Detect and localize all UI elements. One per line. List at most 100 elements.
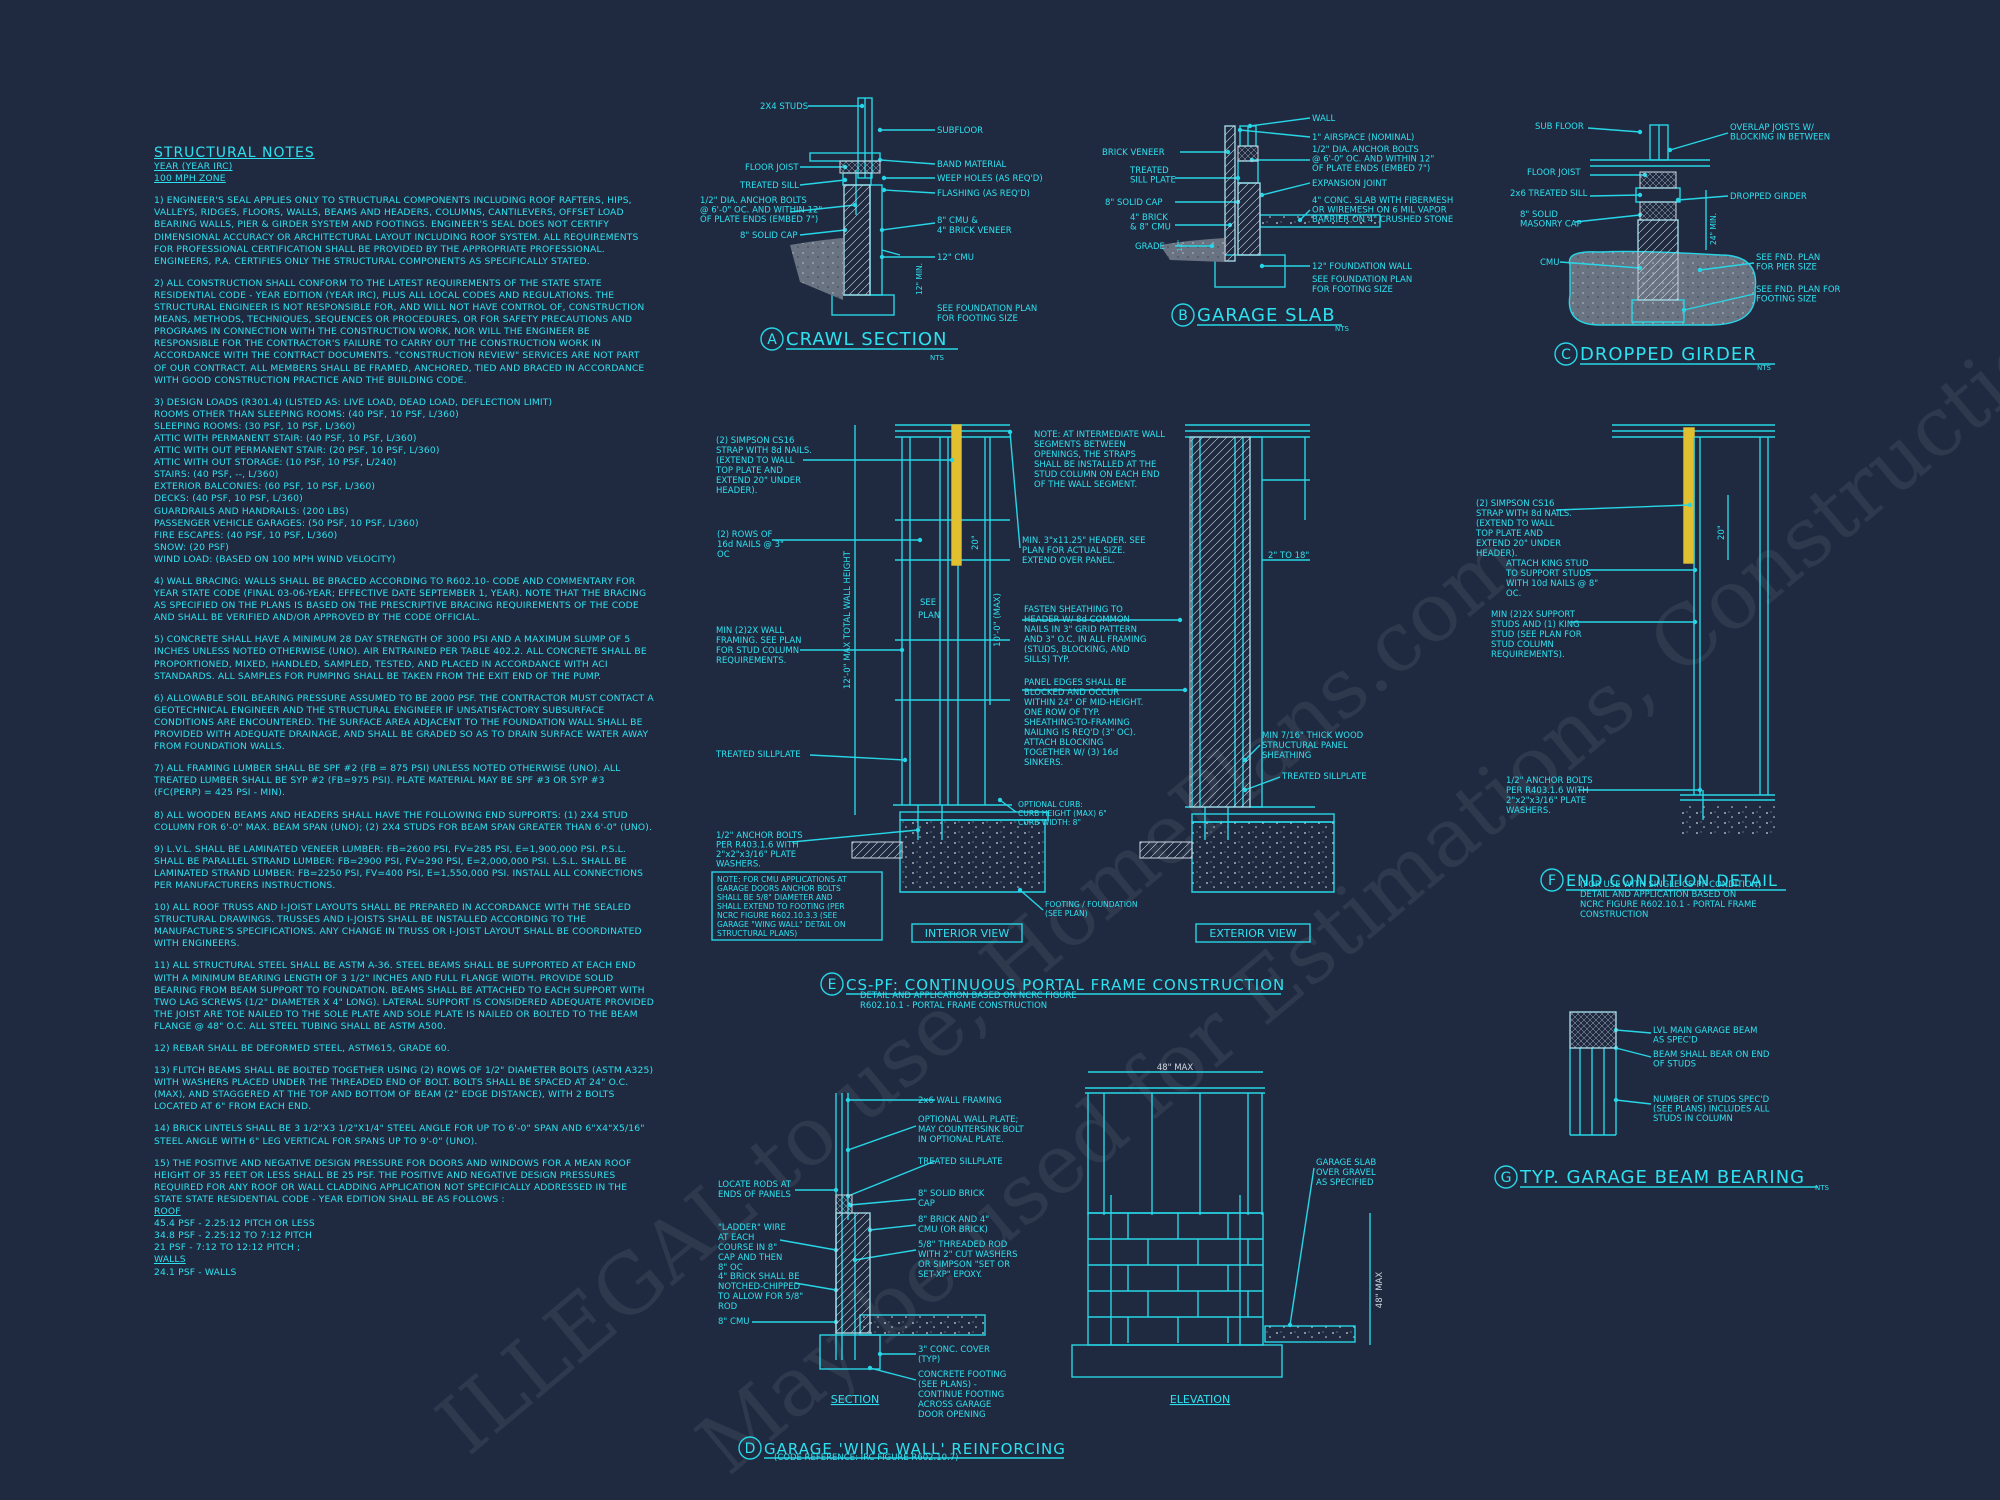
drawing-label: FLOOR JOIST: [1527, 168, 1581, 178]
drawing-label: SUB FLOOR: [1535, 122, 1584, 132]
section-label: SECTION: [831, 1393, 879, 1406]
drawing-label: AS SPECIFIED: [1316, 1178, 1374, 1188]
detail-title: CS-PF: CONTINUOUS PORTAL FRAME CONSTRUCT…: [846, 976, 1285, 994]
drawing-label: 4" BRICK VENEER: [937, 226, 1012, 236]
drawing-label: AT EACH: [718, 1233, 754, 1243]
drawing-rect: [1569, 1011, 1617, 1049]
drawing-label: REQUIREMENTS).: [1491, 650, 1565, 660]
leader-dot: [879, 227, 885, 233]
note-14: 14) BRICK LINTELS SHALL BE 3 1/2"x3 1/2"…: [154, 1123, 645, 1147]
leader-dot: [1297, 217, 1303, 223]
drawing-label: 8" SOLID: [1520, 210, 1558, 220]
drawing-label: FLASHING (AS REQ'D): [937, 189, 1030, 199]
note-4: 4) WALL BRACING: WALLS SHALL BE BRACED A…: [154, 576, 647, 624]
drawing-label: (FOR USE WITH SINGLE CS-PF CONDITION): [1580, 880, 1761, 890]
drawing-label: BEAM SHALL BEAR ON END: [1653, 1050, 1770, 1060]
drawing-label: EXPANSION JOINT: [1312, 179, 1388, 189]
leader-dot: [902, 757, 908, 763]
leader-line: [1615, 1029, 1652, 1034]
drawing-label: TO SUPPORT STUDS: [1505, 569, 1591, 579]
drawing-label: TREATED SILLPLATE: [715, 750, 801, 760]
detail-title: TYP. GARAGE BEAM BEARING: [1519, 1167, 1805, 1188]
drawing-label: ONE ROW OF TYP.: [1024, 708, 1100, 718]
detail-marker-circle: [1494, 1165, 1518, 1189]
drawing-label: 1/2" DIA. ANCHOR BOLTS: [1312, 145, 1419, 155]
leader-dot: [1697, 787, 1703, 793]
drawing-label: (SEE PLAN): [1045, 909, 1088, 918]
drawing-label: TREATED SILLPLATE: [1281, 772, 1367, 782]
design-load-line: SLEEPING ROOMS: (30 PSF, 10 PSF, L/360): [154, 420, 356, 432]
drawing-label: (TYP): [918, 1355, 940, 1365]
drawing-label: CONTINUE FOOTING: [918, 1390, 1004, 1400]
exterior-view-label: EXTERIOR VIEW: [1209, 927, 1296, 940]
drawing-label: 48" MAX: [1375, 1272, 1385, 1309]
leader-line: [1559, 261, 1641, 269]
drawing-path: [1262, 479, 1310, 561]
design-load-line: 3) DESIGN LOADS (R301.4) (LISTED AS: LIV…: [154, 396, 553, 408]
drawing-rect: [859, 1314, 986, 1336]
drawing-label: NTS: [1815, 1184, 1830, 1192]
leader-dot: [949, 457, 955, 463]
drawing-label: TREATED SILL: [739, 181, 799, 191]
leader-dot: [1687, 502, 1693, 508]
drawing-label: SHEATHING: [1262, 751, 1311, 761]
garage-door-note: SHALL BE 5/8" DIAMETER AND: [717, 893, 833, 902]
detail-title: GARAGE SLAB: [1197, 305, 1336, 326]
drawing-label: BLOCKED AND OCCUR: [1024, 688, 1119, 698]
soil-fill: [790, 238, 843, 300]
detail-letter: A: [767, 332, 777, 348]
leader-line: [1574, 214, 1641, 223]
leader-line: [1683, 293, 1755, 311]
leader-dot: [1237, 127, 1243, 133]
leader-line: [999, 799, 1017, 813]
drawing-label: IN OPTIONAL PLATE.: [918, 1135, 1004, 1145]
leader-line: [794, 1282, 837, 1291]
note-1: 1) ENGINEER'S SEAL APPLIES ONLY TO STRUC…: [154, 195, 639, 267]
leader-line: [847, 1160, 936, 1197]
drawing-label: ATTACH KING STUD: [1506, 559, 1589, 569]
drawing-label: WASHERS.: [716, 860, 761, 870]
leader-dot: [1697, 267, 1703, 273]
leader-line: [1244, 776, 1281, 791]
leader-line: [1555, 504, 1691, 511]
design-load-line: DECKS: (40 PSF, 10 PSF, L/360): [154, 493, 303, 505]
drawing-label: CMU (OR BRICK): [918, 1225, 988, 1235]
leader-line: [1587, 127, 1641, 133]
note-7: 7) ALL FRAMING LUMBER SHALL BE SPF #2 (F…: [154, 763, 621, 799]
drawing-rect: [1264, 1325, 1356, 1343]
drawing-label: 4" BRICK: [1130, 213, 1168, 223]
drawing-label: EXTEND OVER PANEL.: [1022, 556, 1115, 566]
drawing-label: CONSTRUCTION: [1580, 910, 1648, 920]
leader-dot: [1681, 307, 1687, 313]
drawing-label: NOTE: AT INTERMEDIATE WALL: [1034, 430, 1165, 440]
drawing-label: 2" TO 18": [1268, 551, 1309, 561]
leader-dot: [867, 1365, 873, 1371]
drawing-label: SEE FND. PLAN FOR: [1756, 285, 1841, 295]
drawing-label: 12'-0" MAX TOTAL WALL HEIGHT: [843, 550, 853, 689]
design-load-line: ATTIC WITH OUT PERMANENT STAIR: (20 PSF,…: [154, 445, 440, 457]
drawing-label: 20": [971, 535, 981, 550]
leader-dot: [917, 537, 923, 543]
label-anchor-bolts: @ 6'-0" OC. AND WITHIN 12": [700, 206, 822, 216]
drawing-label: STUD (SEE PLAN FOR: [1491, 630, 1582, 640]
leader-line: [869, 1224, 917, 1231]
leader-line: [849, 1198, 917, 1206]
drawing-label: BLOCKING IN BETWEEN: [1730, 133, 1830, 143]
roof-line: 21 PSF - 7:12 TO 12:12 PITCH ;: [154, 1242, 301, 1254]
drawing-label: SILL PLATE: [1130, 176, 1176, 186]
leader-dot: [845, 1097, 851, 1103]
drawing-label: ACROSS GARAGE: [918, 1400, 991, 1410]
leader-dot: [879, 254, 885, 260]
note-10: 10) ALL ROOF TRUSS AND I-JOIST LAYOUTS S…: [154, 902, 642, 950]
drawing-label: FASTEN SHEATHING TO: [1024, 605, 1123, 615]
detail-letter: B: [1178, 308, 1188, 324]
drawing-label: BAND MATERIAL: [937, 160, 1007, 170]
drawing-label: CAP: [918, 1199, 935, 1209]
simpson-strap: [951, 424, 962, 566]
drawing-label: PLAN FOR ACTUAL SIZE.: [1022, 546, 1125, 556]
drawing-label: WEEP HOLES (AS REQ'D): [937, 174, 1043, 184]
drawing-label: ATTACH BLOCKING: [1024, 738, 1103, 748]
drawing-label: NOTCHED-CHIPPED: [718, 1282, 801, 1292]
leader-line: [1677, 195, 1729, 201]
leader-line: [799, 179, 846, 186]
